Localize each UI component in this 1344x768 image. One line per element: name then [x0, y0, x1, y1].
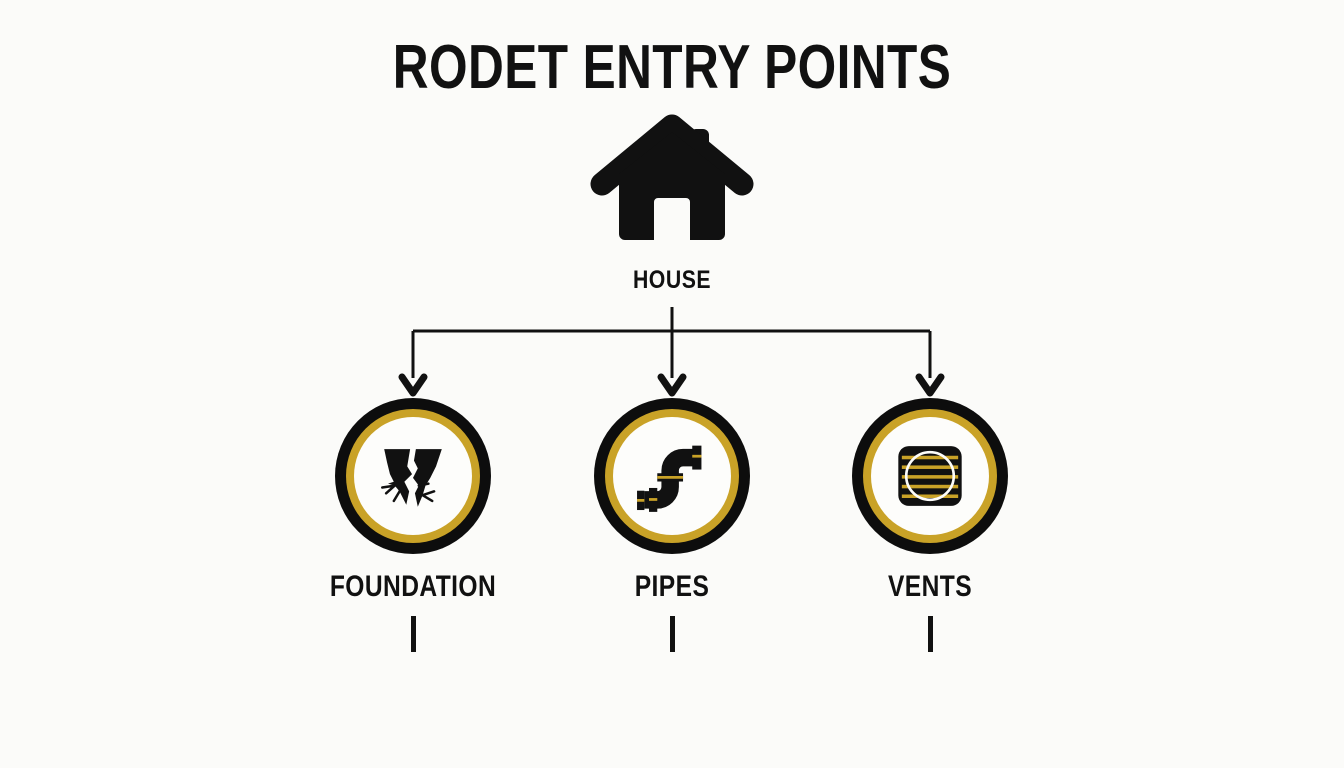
node-foundation-label: FOUNDATION: [329, 570, 497, 603]
node-vents[interactable]: VENTS: [815, 398, 1045, 652]
badge-inner: [613, 417, 731, 535]
node-pipes[interactable]: PIPES: [557, 398, 787, 652]
node-house[interactable]: HOUSE: [572, 112, 772, 307]
pipes-badge[interactable]: [594, 398, 750, 554]
house-icon: [572, 112, 772, 262]
pipes-tick: [669, 616, 675, 652]
vents-badge[interactable]: [852, 398, 1008, 554]
pipe-icon: [637, 445, 702, 512]
node-vents-label: VENTS: [887, 570, 973, 603]
badge-gold-ring: [605, 409, 739, 543]
node-foundation[interactable]: FOUNDATION: [298, 398, 528, 652]
page-title: RODET ENTRY POINTS: [392, 33, 952, 102]
foundation-badge[interactable]: [335, 398, 491, 554]
node-pipes-label: PIPES: [634, 570, 710, 603]
cracked-foundation-icon: [381, 449, 442, 507]
badge-gold-ring: [863, 409, 997, 543]
badge-gold-ring: [346, 409, 480, 543]
node-house-label: HOUSE: [632, 266, 712, 294]
vent-louver-icon: [898, 446, 962, 506]
badge-inner: [354, 417, 472, 535]
vents-tick: [927, 616, 933, 652]
badge-inner: [871, 417, 989, 535]
foundation-tick: [410, 616, 416, 652]
